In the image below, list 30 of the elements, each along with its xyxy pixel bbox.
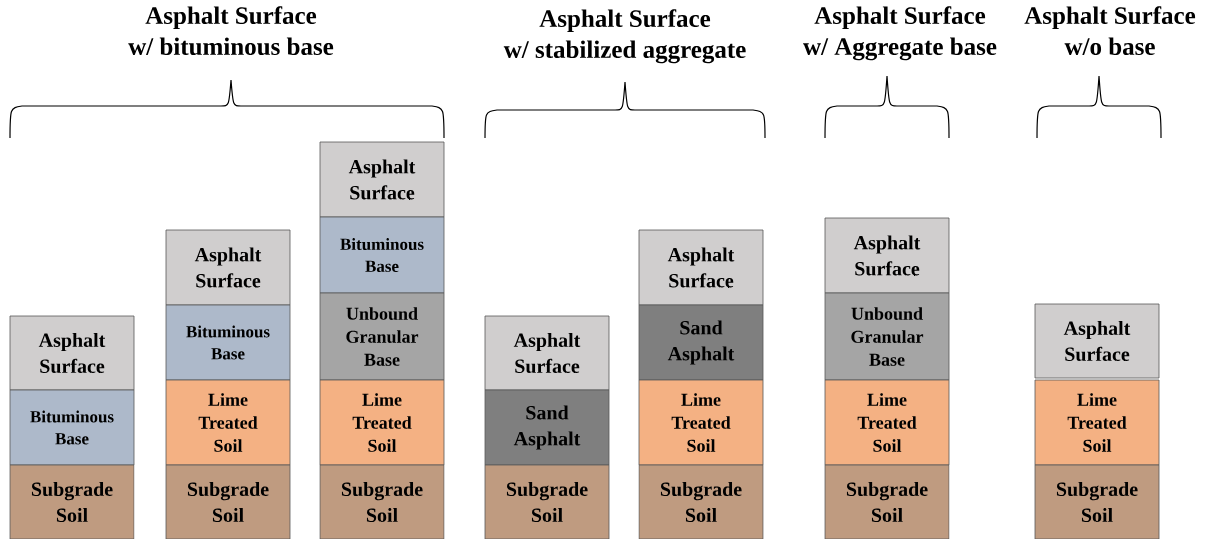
group-heading: Asphalt Surface w/ stabilized aggregate xyxy=(503,9,746,64)
layer-box: Asphalt Surface xyxy=(165,229,291,306)
layer-box: Subgrade Soil xyxy=(484,464,610,539)
layer-box: Lime Treated Soil xyxy=(165,379,291,466)
layer-box: Sand Asphalt xyxy=(638,304,764,381)
layer-box: Subgrade Soil xyxy=(9,464,135,539)
layer-box: Unbound Granular Base xyxy=(319,292,445,381)
layer-box: Asphalt Surface xyxy=(319,141,445,218)
layer-box: Lime Treated Soil xyxy=(638,379,764,466)
group-heading: Asphalt Surface w/ Aggregate base xyxy=(803,6,997,61)
group-heading: Asphalt Surface w/ bituminous base xyxy=(128,6,334,56)
layer-box: Bituminous Base xyxy=(319,216,445,294)
layer-box: Bituminous Base xyxy=(9,389,135,466)
layer-box: Subgrade Soil xyxy=(1034,464,1160,539)
layer-box: Subgrade Soil xyxy=(319,464,445,539)
layer-box: Unbound Granular Base xyxy=(824,292,950,381)
layer-box: Subgrade Soil xyxy=(824,464,950,539)
layer-box: Asphalt Surface xyxy=(824,217,950,294)
layer-box: Asphalt Surface xyxy=(1034,303,1160,379)
layer-box: Lime Treated Soil xyxy=(319,379,445,466)
layer-box: Lime Treated Soil xyxy=(1034,379,1160,466)
layer-box: Sand Asphalt xyxy=(484,389,610,466)
layer-box: Asphalt Surface xyxy=(638,229,764,306)
layer-box: Lime Treated Soil xyxy=(824,379,950,466)
layer-box: Asphalt Surface xyxy=(484,315,610,391)
layer-box: Asphalt Surface xyxy=(9,315,135,391)
layer-box: Bituminous Base xyxy=(165,304,291,381)
layer-box: Subgrade Soil xyxy=(638,464,764,539)
layer-box: Subgrade Soil xyxy=(165,464,291,539)
group-heading: Asphalt Surface w/o base xyxy=(1024,6,1196,56)
